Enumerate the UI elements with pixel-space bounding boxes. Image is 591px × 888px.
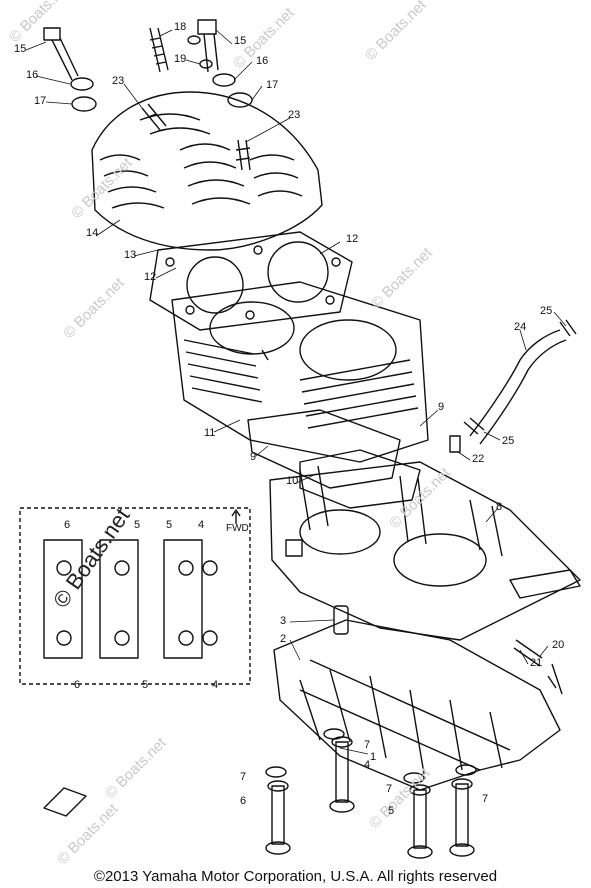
callout-15: 15 <box>234 35 247 47</box>
washer-16-left <box>70 77 94 91</box>
tightening-sequence-inset <box>19 507 251 685</box>
callout-25: 25 <box>540 305 553 317</box>
callout-4: 4 <box>364 759 371 771</box>
callout-7: 7 <box>482 793 489 805</box>
bottom-bolts <box>265 728 477 859</box>
inset-callout-6: 6 <box>64 519 71 531</box>
callout-13: 13 <box>124 249 137 261</box>
fitting-22 <box>449 435 461 453</box>
lower-crankcase <box>273 619 561 791</box>
callout-15: 15 <box>14 43 27 55</box>
fwd-badge <box>43 787 87 817</box>
base-gasket <box>247 409 401 489</box>
callout-5: 5 <box>388 805 395 817</box>
fwd-label: FWD <box>226 523 249 534</box>
callout-1: 1 <box>370 751 377 763</box>
callout-17: 17 <box>266 79 279 91</box>
callout-17: 17 <box>34 95 47 107</box>
callout-18: 18 <box>174 21 187 33</box>
callout-23: 23 <box>288 109 301 121</box>
washer-16-right <box>212 73 236 87</box>
leader-lines <box>25 29 567 755</box>
callout-7: 7 <box>240 771 247 783</box>
callout-21: 21 <box>530 657 543 669</box>
callout-10: 10 <box>286 475 299 487</box>
hose-clamp <box>559 319 577 337</box>
upper-crankcase <box>269 461 581 641</box>
callout-12: 12 <box>144 271 157 283</box>
callout-23: 23 <box>112 75 125 87</box>
callout-11: 11 <box>204 427 216 439</box>
cylinder-block <box>171 281 429 463</box>
callout-20: 20 <box>552 639 565 651</box>
inset-callout-5: 5 <box>142 679 149 691</box>
callout-22: 22 <box>472 453 485 465</box>
washer-17-left <box>71 96 97 112</box>
callout-3: 3 <box>280 615 287 627</box>
bolt-15-right <box>197 19 219 73</box>
callout-16: 16 <box>256 55 269 67</box>
inset-callout-6: 6 <box>74 679 81 691</box>
callout-16: 16 <box>26 69 39 81</box>
callout-7: 7 <box>364 739 371 751</box>
callout-19: 19 <box>174 53 187 65</box>
inset-callout-4: 4 <box>198 519 205 531</box>
callout-9: 9 <box>438 401 445 413</box>
callout-2: 2 <box>280 633 287 645</box>
callout-7: 7 <box>386 783 393 795</box>
stud-18 <box>149 27 169 73</box>
callout-24: 24 <box>514 321 527 333</box>
head-gasket <box>149 231 353 331</box>
bolt-20-21 <box>513 639 563 695</box>
breather-hose <box>469 329 561 437</box>
inset-callout-5: 5 <box>134 519 141 531</box>
bolt-15-left <box>43 27 79 81</box>
callout-6: 6 <box>240 795 247 807</box>
cylinder-head <box>91 91 323 251</box>
spark-plug-right <box>235 139 251 171</box>
callout-14: 14 <box>86 227 99 239</box>
copyright-notice: ©2013 Yamaha Motor Corporation, U.S.A. A… <box>93 868 498 885</box>
callout-8: 8 <box>496 501 503 513</box>
inset-callout-4: 4 <box>212 679 219 691</box>
callout-9: 9 <box>250 451 257 463</box>
callout-12: 12 <box>346 233 359 245</box>
spark-plug-left <box>141 103 167 131</box>
callout-25: 25 <box>502 435 515 447</box>
inset-callout-5: 5 <box>166 519 173 531</box>
